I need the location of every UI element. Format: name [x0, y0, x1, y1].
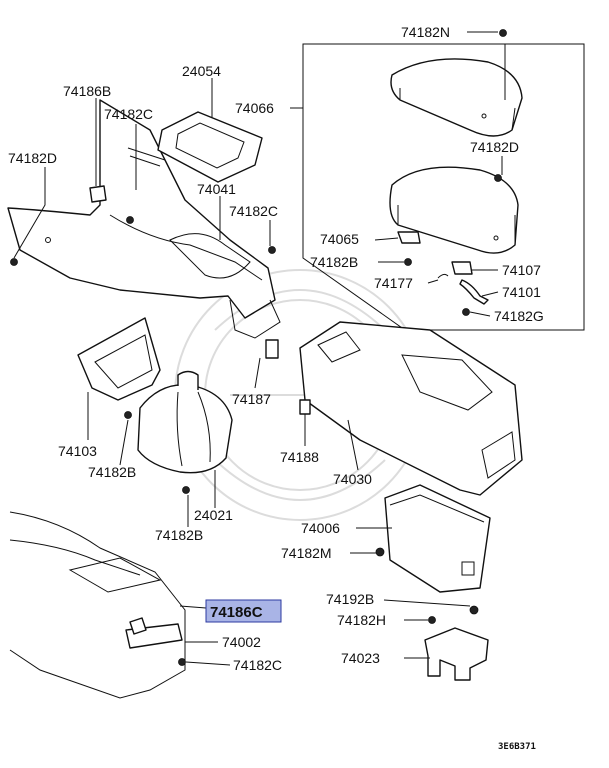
label-74041[interactable]: 74041 [197, 181, 236, 197]
label-74188[interactable]: 74188 [280, 449, 319, 465]
label-74186c-highlighted[interactable]: 74186C [210, 604, 263, 621]
label-74182b-tray[interactable]: 74182B [88, 464, 136, 480]
label-74182b-armrest[interactable]: 74182B [310, 254, 358, 270]
label-74182m[interactable]: 74182M [281, 545, 332, 561]
label-74182c-right[interactable]: 74182C [229, 203, 278, 219]
label-74182h[interactable]: 74182H [337, 612, 386, 628]
label-24021[interactable]: 24021 [194, 507, 233, 523]
label-74182c-top[interactable]: 74182C [104, 106, 153, 122]
screw-74182c-right[interactable] [268, 246, 276, 254]
small-tray-part[interactable] [77, 317, 161, 401]
clip-74188[interactable] [299, 399, 311, 415]
label-74192b[interactable]: 74192B [326, 591, 374, 607]
screw-74182d-upper[interactable] [494, 174, 502, 182]
label-74101[interactable]: 74101 [502, 284, 541, 300]
label-74182g[interactable]: 74182G [494, 308, 544, 324]
armrest-lid-part[interactable] [390, 58, 523, 137]
label-24054[interactable]: 24054 [182, 63, 221, 79]
front-console-panel-part[interactable] [7, 99, 281, 339]
armrest-base-part[interactable] [389, 166, 519, 254]
label-74030[interactable]: 74030 [333, 471, 372, 487]
highlight-box [205, 599, 282, 623]
hinge-part[interactable] [451, 261, 473, 275]
bracket-part[interactable] [424, 627, 489, 681]
screw-74182d-left[interactable] [10, 258, 18, 266]
screw-74182c-lower[interactable] [178, 658, 186, 666]
screw-74182b-armrest[interactable] [404, 258, 412, 266]
screw-74182b-boot[interactable] [182, 486, 190, 494]
fasteners [10, 29, 507, 666]
label-74023[interactable]: 74023 [341, 650, 380, 666]
shift-boot-part[interactable] [137, 370, 233, 474]
label-74186b[interactable]: 74186B [63, 83, 111, 99]
diagram-code: 3E6B371 [498, 742, 536, 752]
grommet-74187[interactable] [265, 339, 279, 359]
screw-74182b-tray[interactable] [124, 411, 132, 419]
label-74006[interactable]: 74006 [301, 520, 340, 536]
label-74182d-left[interactable]: 74182D [8, 150, 57, 166]
spring-part[interactable] [459, 279, 489, 305]
pin-part[interactable] [437, 273, 449, 279]
label-74066[interactable]: 74066 [235, 100, 274, 116]
screw-74182h[interactable] [428, 616, 436, 624]
screw-74182m[interactable] [375, 547, 385, 557]
screw-74182n[interactable] [499, 29, 507, 37]
label-74182d-upper[interactable]: 74182D [470, 139, 519, 155]
label-74002[interactable]: 74002 [222, 634, 261, 650]
leader-lines [13, 31, 506, 666]
label-74182n[interactable]: 74182N [401, 24, 450, 40]
shift-bezel-part[interactable] [157, 111, 263, 183]
part-labels: 74182N 24054 74186B 74182C 74066 74182D … [8, 24, 544, 673]
label-74107[interactable]: 74107 [502, 262, 541, 278]
clip-74186c-part[interactable] [129, 617, 147, 635]
label-74182b-boot[interactable]: 74182B [155, 527, 203, 543]
label-74103[interactable]: 74103 [58, 443, 97, 459]
screw-74182g[interactable] [462, 308, 470, 316]
label-74177[interactable]: 74177 [374, 275, 413, 291]
screw-74182c-front[interactable] [126, 216, 134, 224]
bolt-74192b[interactable] [469, 605, 479, 615]
rear-console-part[interactable] [299, 321, 523, 496]
label-74065[interactable]: 74065 [320, 231, 359, 247]
clip-74186b-part[interactable] [89, 185, 107, 203]
cup-holder-part[interactable] [384, 484, 491, 593]
latch-part[interactable] [397, 231, 421, 244]
label-74187[interactable]: 74187 [232, 391, 271, 407]
inset-frame [302, 43, 585, 331]
label-74182c-lower[interactable]: 74182C [233, 657, 282, 673]
